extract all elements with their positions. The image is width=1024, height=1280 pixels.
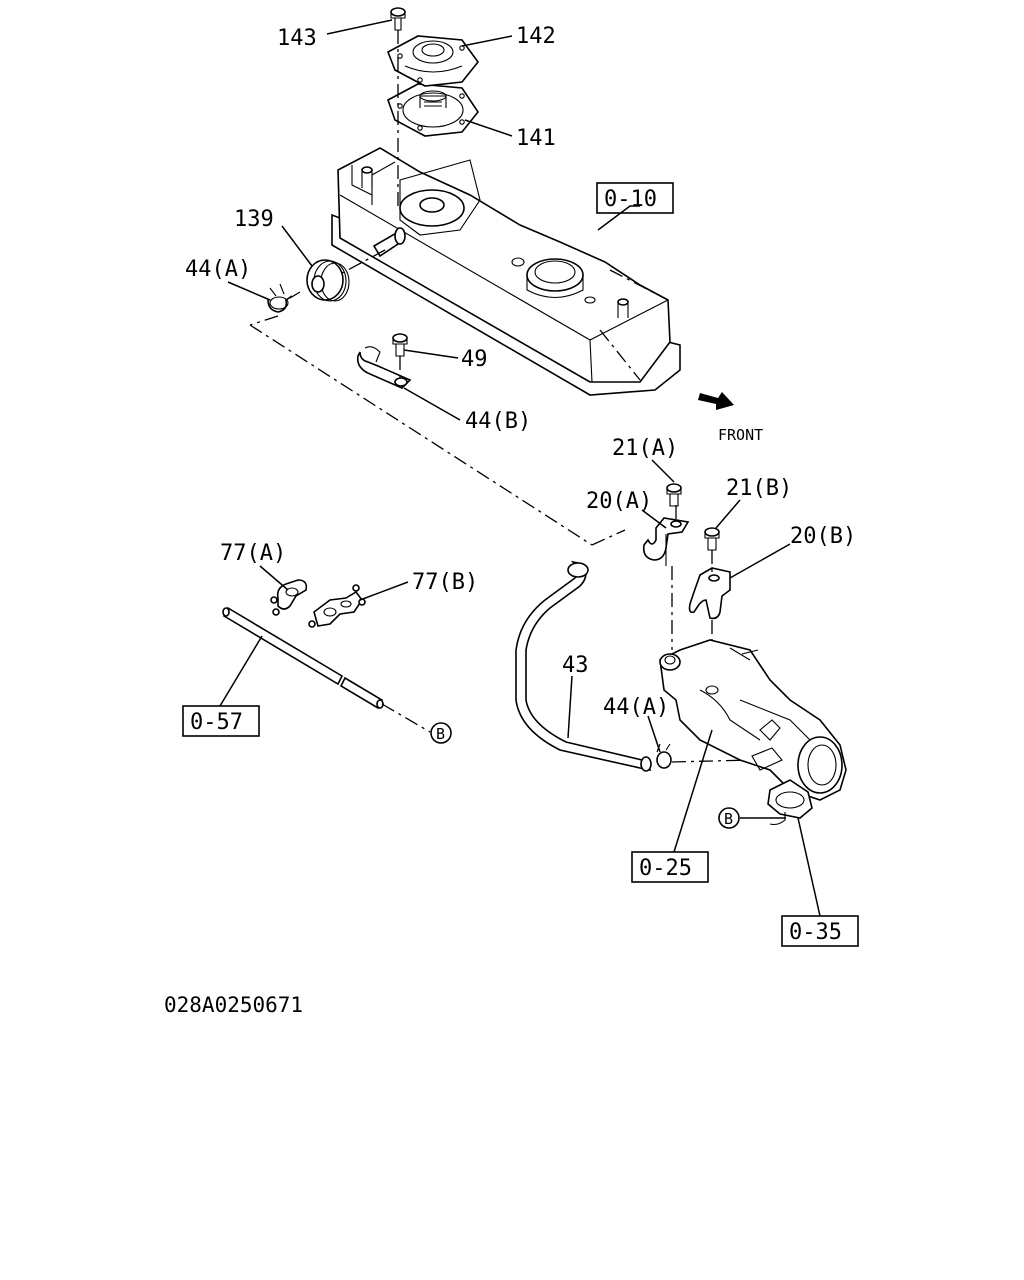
clip-77b	[308, 584, 366, 628]
intake-pipe	[659, 639, 847, 801]
tube-057	[222, 606, 384, 710]
bracket-20b	[688, 567, 731, 620]
clip-44a-top	[267, 283, 293, 313]
callouts: 143 142 141 139 44(A) 49 44(B) 21(A) 20(…	[185, 24, 856, 720]
cap-gasket-141	[387, 83, 479, 137]
clip-77a	[270, 579, 308, 616]
connector-b-left: B	[430, 722, 452, 744]
reference-0-57: 0-57	[182, 705, 260, 737]
reference-0-10: 0-10	[596, 182, 674, 214]
valve-139	[306, 259, 350, 302]
svg-text:0-35: 0-35	[789, 920, 842, 945]
label-44b: 44(B)	[465, 409, 531, 434]
label-21a: 21(A)	[612, 436, 678, 461]
svg-text:0-57: 0-57	[190, 710, 243, 735]
label-44a-bottom: 44(A)	[603, 695, 669, 720]
nipple-on-cover	[372, 227, 406, 258]
label-142: 142	[516, 24, 556, 49]
label-20a: 20(A)	[586, 489, 652, 514]
diagram-code: 028A0250671	[164, 993, 303, 1017]
screw-143	[390, 7, 406, 31]
svg-text:0-10: 0-10	[604, 187, 657, 212]
bolt-21a	[666, 483, 682, 507]
hose-43	[515, 560, 652, 772]
svg-text:0-25: 0-25	[639, 856, 692, 881]
label-143: 143	[277, 26, 317, 51]
rocker-cover	[331, 147, 681, 396]
label-141: 141	[516, 126, 556, 151]
label-77a: 77(A)	[220, 541, 286, 566]
leader-lines	[219, 19, 821, 917]
bracket-44b	[356, 346, 412, 389]
label-20b: 20(B)	[790, 524, 856, 549]
svg-text:B: B	[436, 725, 445, 743]
label-21b: 21(B)	[726, 476, 792, 501]
connector-b-right: B	[718, 807, 740, 829]
clip-44a-bottom	[656, 743, 672, 769]
bracket-20a	[642, 517, 690, 566]
svg-text:B: B	[724, 810, 733, 828]
label-139: 139	[234, 207, 274, 232]
front-arrow-icon	[698, 392, 734, 410]
reference-0-25: 0-25	[631, 851, 709, 883]
label-49: 49	[461, 347, 488, 372]
front-label: FRONT	[718, 426, 763, 444]
reference-0-35: 0-35	[781, 915, 859, 947]
label-43: 43	[562, 653, 589, 678]
resonator	[767, 779, 813, 826]
bolt-21b	[704, 527, 720, 551]
bolt-49	[392, 333, 408, 357]
label-77b: 77(B)	[412, 570, 478, 595]
label-44a-top: 44(A)	[185, 257, 251, 282]
cap-plate-142	[386, 35, 480, 87]
